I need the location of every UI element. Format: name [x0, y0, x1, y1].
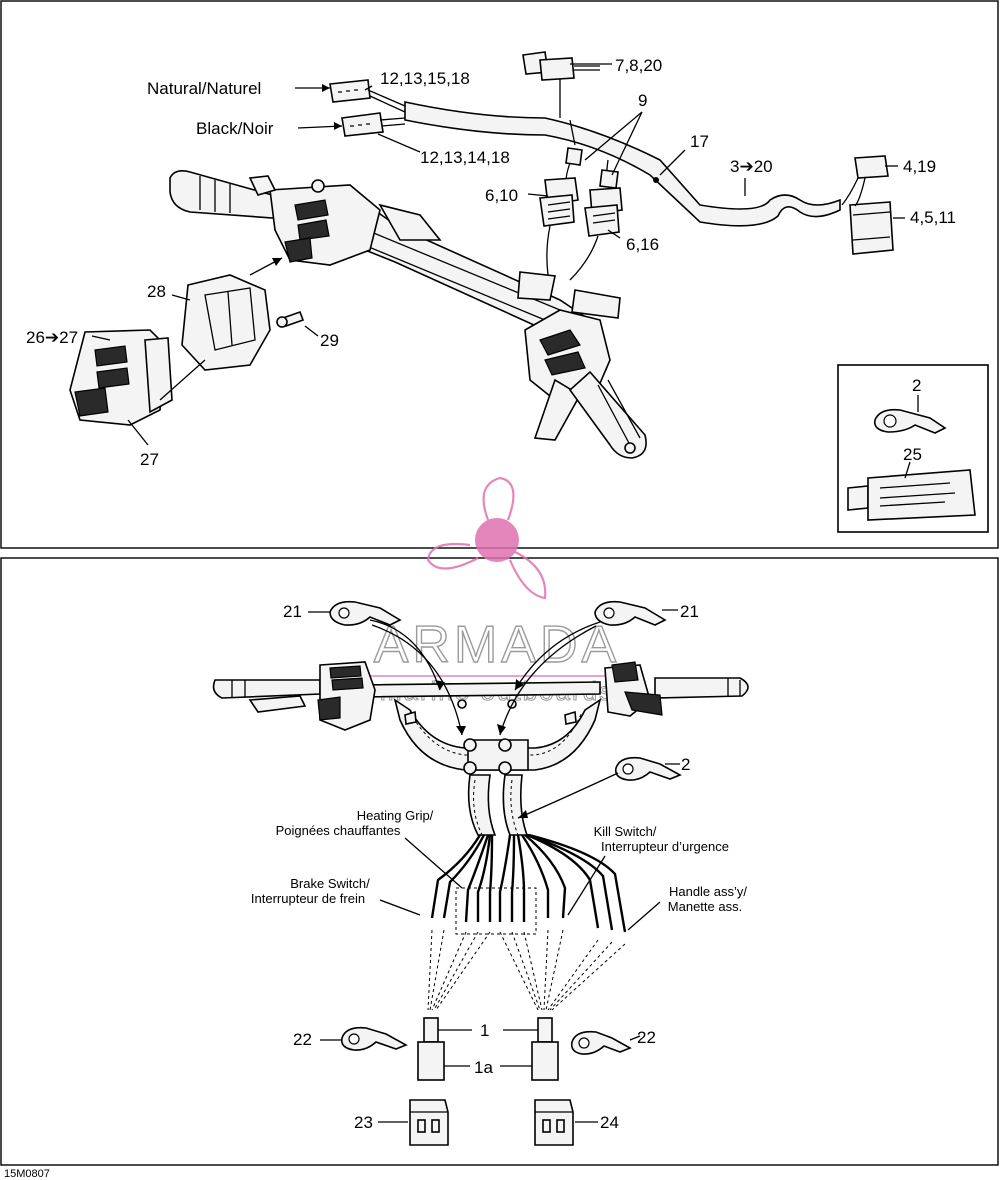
figure-code: 15M0807	[4, 1168, 50, 1180]
propeller-hub	[475, 518, 519, 562]
inset-label-25: 25	[903, 445, 922, 464]
cable-ties	[329, 600, 682, 1055]
label-12-13-14-18: 12,13,14,18	[420, 148, 510, 167]
label-7-8-20: 7,8,20	[615, 56, 662, 75]
label-natural: Natural/Naturel	[147, 79, 261, 98]
inset-label-2: 2	[912, 376, 921, 395]
label-24: 24	[600, 1113, 619, 1132]
label-4-5-11: 4,5,11	[910, 208, 956, 227]
label-brake-switch-2: Interrupteur de frein	[251, 891, 365, 906]
label-26-27: 26➔27	[26, 328, 78, 347]
label-22-left: 22	[293, 1030, 312, 1049]
dashed-connections	[427, 929, 626, 1011]
handlebar-assembly	[169, 170, 647, 459]
label-21-left: 21	[283, 602, 302, 621]
label-3-20: 3➔20	[730, 157, 773, 176]
label-21-right: 21	[680, 602, 699, 621]
top-panel: Natural/Naturel Black/Noir 12,13,15,18 1…	[26, 51, 989, 533]
label-1a: 1a	[474, 1058, 493, 1077]
armada-watermark: ARMADA marine outboards	[355, 476, 640, 707]
label-kill-switch-2: Interrupteur d’urgence	[601, 839, 729, 854]
leaders-bottom	[308, 609, 680, 1041]
label-black: Black/Noir	[196, 119, 274, 138]
label-2-bottom: 2	[681, 755, 690, 774]
label-9: 9	[638, 91, 647, 110]
label-6-16: 6,16	[626, 235, 659, 254]
label-heating-grip-2: Poignées chauffantes	[276, 823, 401, 838]
label-handle-assy-1: Handle ass’y/	[669, 884, 747, 899]
watermark-brand: ARMADA	[374, 616, 620, 674]
label-22-right: 22	[637, 1028, 656, 1047]
exploded-housing	[69, 257, 305, 426]
leaders-top	[91, 63, 905, 446]
label-heating-grip-1: Heating Grip/	[357, 808, 434, 823]
wire-bundles	[430, 774, 627, 935]
label-17: 17	[690, 132, 709, 151]
label-12-13-15-18: 12,13,15,18	[380, 69, 470, 88]
connector-housings	[417, 1017, 559, 1081]
label-29: 29	[320, 331, 339, 350]
wire-harness-top	[329, 51, 894, 281]
label-23: 23	[354, 1113, 373, 1132]
bottom-panel: 21 21 2 Heating Grip/ Poignées chauffant…	[212, 600, 749, 1146]
label-handle-assy-2: Manette ass.	[668, 899, 742, 914]
inset-box	[837, 364, 989, 533]
handlebar-front-view	[212, 661, 749, 775]
heating-grip-callout-box	[455, 887, 537, 935]
label-27: 27	[140, 450, 159, 469]
label-6-10: 6,10	[485, 186, 518, 205]
label-4-19: 4,19	[903, 157, 936, 176]
label-28: 28	[147, 282, 166, 301]
connector-blocks	[378, 1099, 598, 1146]
label-brake-switch-1: Brake Switch/	[290, 876, 370, 891]
propeller-logo	[426, 476, 547, 600]
label-1: 1	[480, 1021, 489, 1040]
label-kill-switch-1: Kill Switch/	[594, 824, 657, 839]
